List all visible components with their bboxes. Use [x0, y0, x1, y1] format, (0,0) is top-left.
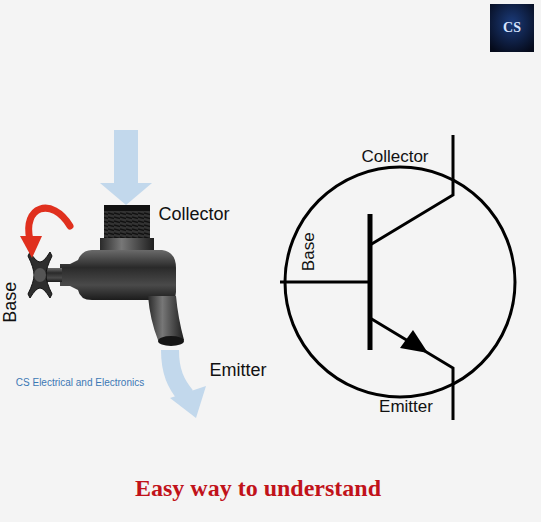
logo	[490, 4, 534, 52]
watermark: CS Electrical and Electronics	[16, 377, 144, 389]
flow-in-arrow	[100, 130, 152, 205]
turn-arrow	[20, 208, 70, 258]
npn-transistor-symbol	[280, 135, 515, 420]
pin-label: Emitter	[379, 397, 433, 417]
pin-label: Base	[298, 233, 318, 272]
faucet	[28, 205, 184, 346]
pin-label: Collector	[361, 147, 428, 167]
caption: Easy way to understand	[135, 475, 381, 503]
flow-out-arrow	[170, 350, 206, 418]
logo-text: CS	[503, 20, 521, 36]
part-label: Base	[1, 281, 22, 322]
part-label: Collector	[158, 204, 229, 225]
part-label: Emitter	[209, 360, 266, 381]
